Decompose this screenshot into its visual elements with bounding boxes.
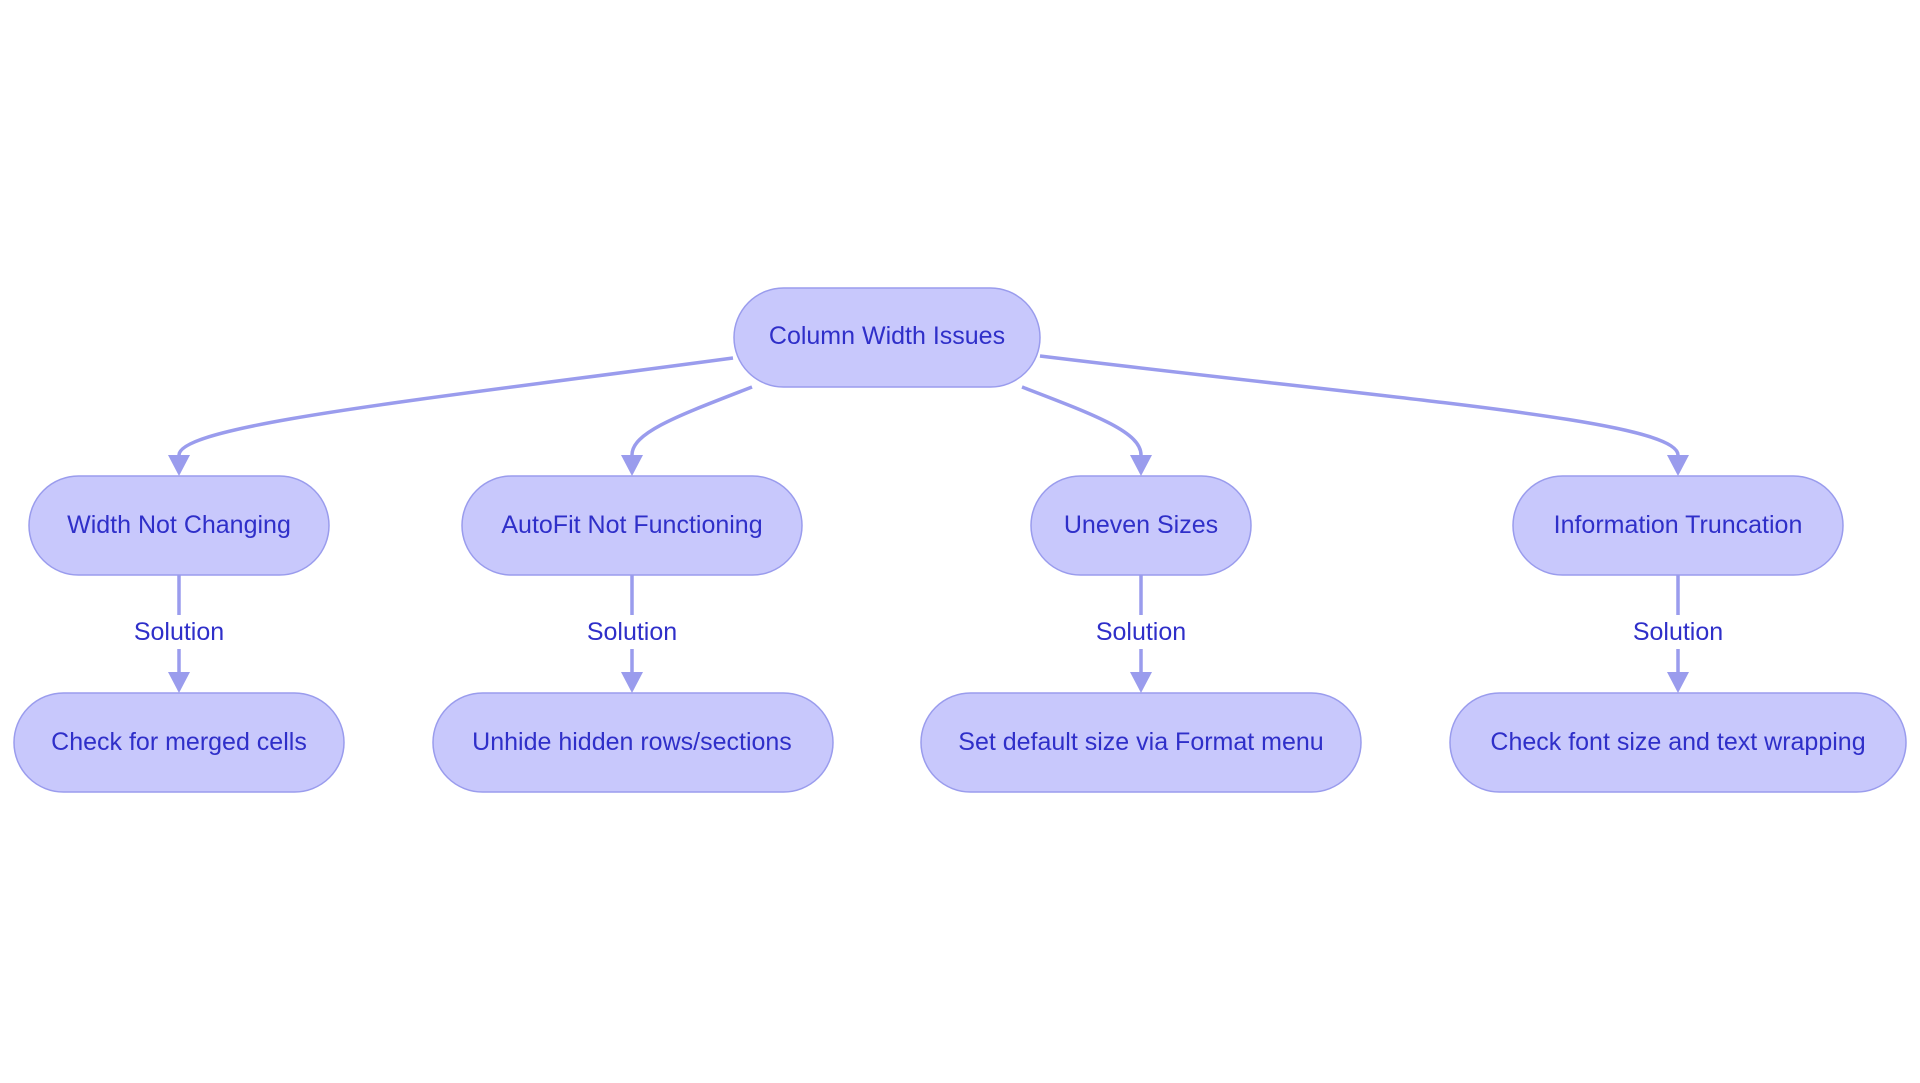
node-autofit-not-functioning: AutoFit Not Functioning [461,475,803,576]
root-node-label: Column Width Issues [769,322,1005,350]
edge-root-to-information-truncation [1039,354,1689,476]
edge-label-text: Solution [1633,618,1723,646]
node-label: Uneven Sizes [1064,511,1218,539]
node-information-truncation: Information Truncation [1512,475,1844,576]
edge-label-solution: Solution [580,615,684,649]
root-node-column-width-issues: Column Width Issues [733,287,1041,388]
arrowhead-icon [168,455,190,476]
node-label: Information Truncation [1554,511,1803,539]
edge-label-text: Solution [134,618,224,646]
node-label: Check for merged cells [51,728,307,756]
edge-label-solution: Solution [1626,615,1730,649]
edge-root-to-autofit-not-functioning [621,385,753,476]
node-check-for-merged-cells: Check for merged cells [13,692,345,793]
arrowhead-icon [621,672,643,693]
node-label: Check font size and text wrapping [1490,728,1865,756]
arrowhead-icon [1667,672,1689,693]
arrowhead-icon [168,672,190,693]
edge-root-to-uneven-sizes [1021,385,1152,476]
node-label: AutoFit Not Functioning [501,511,762,539]
arrowhead-icon [1667,455,1689,476]
node-set-default-size-via-format-menu: Set default size via Format menu [920,692,1362,793]
arrowhead-icon [1130,455,1152,476]
edge-label-solution: Solution [127,615,231,649]
node-label: Unhide hidden rows/sections [472,728,792,756]
node-label: Set default size via Format menu [958,728,1323,756]
arrowhead-icon [1130,672,1152,693]
arrowhead-icon [621,455,643,476]
node-unhide-hidden-rows-sections: Unhide hidden rows/sections [432,692,834,793]
node-width-not-changing: Width Not Changing [28,475,330,576]
edge-label-solution: Solution [1089,615,1193,649]
edge-label-text: Solution [1096,618,1186,646]
edge-label-text: Solution [587,618,677,646]
node-check-font-size-and-text-wrapping: Check font size and text wrapping [1449,692,1907,793]
node-label: Width Not Changing [67,511,291,539]
node-uneven-sizes: Uneven Sizes [1030,475,1252,576]
edge-root-to-width-not-changing [168,356,734,476]
